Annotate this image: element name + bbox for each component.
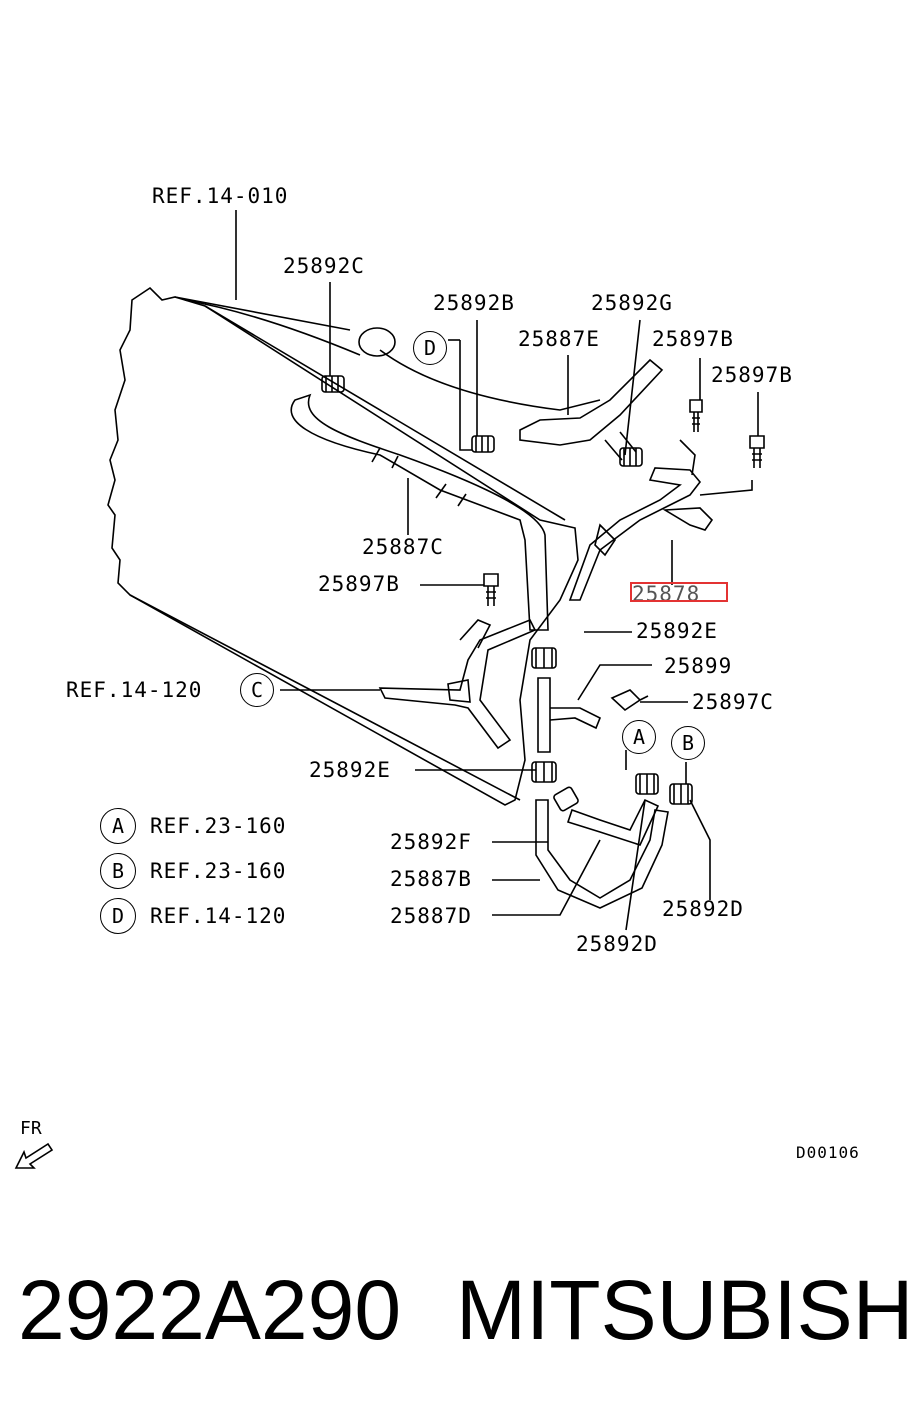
legend-circle-a: A: [100, 808, 136, 844]
label-25892D-1: 25892D: [662, 897, 744, 921]
label-25887B: 25887B: [390, 867, 472, 891]
clamp-25892E-2: [531, 761, 557, 783]
legend-row-d: D REF.14-120: [100, 898, 286, 934]
label-25887E: 25887E: [518, 327, 600, 351]
label-25897B-3: 25897B: [318, 572, 400, 596]
part-number: 2922A290: [18, 1263, 402, 1357]
label-25892E-1: 25892E: [636, 619, 718, 643]
legend-row-b: B REF.23-160: [100, 853, 286, 889]
label-25892G: 25892G: [591, 291, 673, 315]
label-25892E-2: 25892E: [309, 758, 391, 782]
bolt-25897C: [610, 689, 649, 712]
label-25892C: 25892C: [283, 254, 365, 278]
legend-row-a: A REF.23-160: [100, 808, 286, 844]
label-ref-14-120: REF.14-120: [66, 678, 203, 702]
label-25897C: 25897C: [692, 690, 774, 714]
legend-circle-d: D: [100, 898, 136, 934]
callout-circle-b: B: [671, 726, 705, 760]
bolt-25897B-3: [483, 573, 499, 606]
clamp-25892B: [471, 435, 495, 453]
hose-25887D: [566, 798, 660, 846]
legend-circle-b: B: [100, 853, 136, 889]
clamp-25892F: [553, 786, 579, 812]
hose-diagram: [107, 210, 765, 931]
front-label: FR: [20, 1118, 42, 1139]
callout-circle-a: A: [622, 720, 656, 754]
leader-lines: [235, 210, 759, 931]
callout-circle-c: C: [240, 673, 274, 707]
bolt-25897B-1: [689, 399, 703, 432]
label-25887D: 25887D: [390, 904, 472, 928]
callout-circle-d: D: [413, 331, 447, 365]
drawing-code: D00106: [796, 1143, 860, 1162]
hose-25887E: [519, 358, 664, 446]
label-25878-highlighted[interactable]: 25878: [630, 582, 728, 602]
clamp-25892D-1: [635, 773, 659, 795]
label-25892D-2: 25892D: [576, 932, 658, 956]
label-ref-14-010: REF.14-010: [152, 184, 289, 208]
legend-ref-d: REF.14-120: [150, 904, 287, 928]
bolt-25897B-2: [749, 435, 765, 468]
label-25892B: 25892B: [433, 291, 515, 315]
label-25899: 25899: [664, 654, 733, 678]
pipe-25899: [537, 677, 551, 753]
label-25897B-2: 25897B: [711, 363, 793, 387]
clamp-25892D-2: [669, 783, 693, 805]
label-25887C: 25887C: [362, 535, 444, 559]
hose-25887B: [535, 799, 669, 909]
label-25897B-1: 25897B: [652, 327, 734, 351]
legend-ref-a: REF.23-160: [150, 814, 287, 838]
pipe-lower-C: [378, 618, 537, 750]
front-arrow-icon: [14, 1142, 54, 1169]
radiator-outline: [107, 286, 579, 806]
reservoir-cap: [358, 327, 396, 357]
legend-ref-b: REF.23-160: [150, 859, 287, 883]
label-25892F: 25892F: [390, 830, 472, 854]
pipe-25878: [568, 467, 702, 601]
clamp-25892E-1: [531, 647, 557, 669]
clamp-25892G: [619, 447, 643, 467]
hose-25887C: [290, 393, 549, 631]
clamp-25892C: [321, 375, 345, 393]
brand-name: MITSUBISHI: [456, 1263, 909, 1357]
